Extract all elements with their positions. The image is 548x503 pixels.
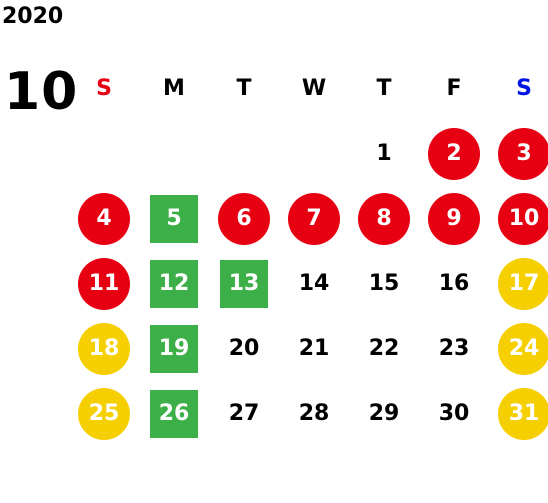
day-cell[interactable]: 1 [349,121,419,186]
weekday-label: S [516,76,532,101]
day-cell[interactable]: 5 [139,186,209,251]
day-number: 14 [298,271,330,296]
day-cell[interactable]: 3 [489,121,548,186]
weekday-label: T [376,76,392,101]
day-number: 4 [78,192,130,245]
day-number: 6 [218,192,270,245]
day-number: 22 [368,336,400,361]
day-number: 24 [498,322,548,375]
empty-day-cell [209,121,279,186]
day-number: 27 [228,401,260,426]
day-number: 29 [368,401,400,426]
day-cell[interactable]: 25 [69,381,139,446]
day-number: 9 [428,192,480,245]
day-number: 11 [78,257,130,310]
day-cell[interactable]: 26 [139,381,209,446]
day-number: 7 [288,192,340,245]
day-cell[interactable]: 17 [489,251,548,316]
day-cell[interactable]: 12 [139,251,209,316]
day-number: 13 [220,259,268,308]
weekday-header-tue: T [209,56,279,121]
day-number: 20 [228,336,260,361]
day-cell[interactable]: 28 [279,381,349,446]
weekday-header-wed: W [279,56,349,121]
weekday-label: T [236,76,252,101]
day-cell[interactable]: 16 [419,251,489,316]
day-cell[interactable]: 19 [139,316,209,381]
day-cell[interactable]: 10 [489,186,548,251]
day-number: 2 [428,127,480,180]
day-cell[interactable]: 4 [69,186,139,251]
day-cell[interactable]: 2 [419,121,489,186]
day-cell[interactable]: 24 [489,316,548,381]
day-number: 17 [498,257,548,310]
day-cell[interactable]: 14 [279,251,349,316]
day-number: 21 [298,336,330,361]
weekday-label: S [96,76,112,101]
weekday-header-mon: M [139,56,209,121]
day-cell[interactable]: 21 [279,316,349,381]
day-cell[interactable]: 22 [349,316,419,381]
day-number: 25 [78,387,130,440]
day-cell[interactable]: 9 [419,186,489,251]
day-number: 19 [150,324,198,373]
day-cell[interactable]: 15 [349,251,419,316]
day-number: 12 [150,259,198,308]
day-cell[interactable]: 6 [209,186,279,251]
day-number: 30 [438,401,470,426]
day-number: 26 [150,389,198,438]
day-cell[interactable]: 20 [209,316,279,381]
day-number: 10 [498,192,548,245]
day-cell[interactable]: 7 [279,186,349,251]
day-number: 5 [150,194,198,243]
day-cell[interactable]: 31 [489,381,548,446]
empty-day-cell [139,121,209,186]
day-number: 16 [438,271,470,296]
weekday-header-sun: S [69,56,139,121]
day-number: 23 [438,336,470,361]
year-label: 2020 [2,4,64,29]
weekday-header-fri: F [419,56,489,121]
day-number: 1 [376,141,392,166]
weekday-label: F [446,76,462,101]
day-cell[interactable]: 8 [349,186,419,251]
empty-day-cell [69,121,139,186]
day-cell[interactable]: 30 [419,381,489,446]
day-number: 31 [498,387,548,440]
day-cell[interactable]: 13 [209,251,279,316]
empty-day-cell [279,121,349,186]
day-number: 8 [358,192,410,245]
day-number: 3 [498,127,548,180]
day-cell[interactable]: 27 [209,381,279,446]
day-cell[interactable]: 18 [69,316,139,381]
weekday-label: M [163,76,185,101]
day-number: 15 [368,271,400,296]
weekday-label: W [301,76,327,101]
day-cell[interactable]: 23 [419,316,489,381]
day-cell[interactable]: 11 [69,251,139,316]
day-number: 18 [78,322,130,375]
weekday-header-sat: S [489,56,548,121]
day-cell[interactable]: 29 [349,381,419,446]
month-number: 10 [4,62,79,122]
weekday-header-thu: T [349,56,419,121]
day-number: 28 [298,401,330,426]
